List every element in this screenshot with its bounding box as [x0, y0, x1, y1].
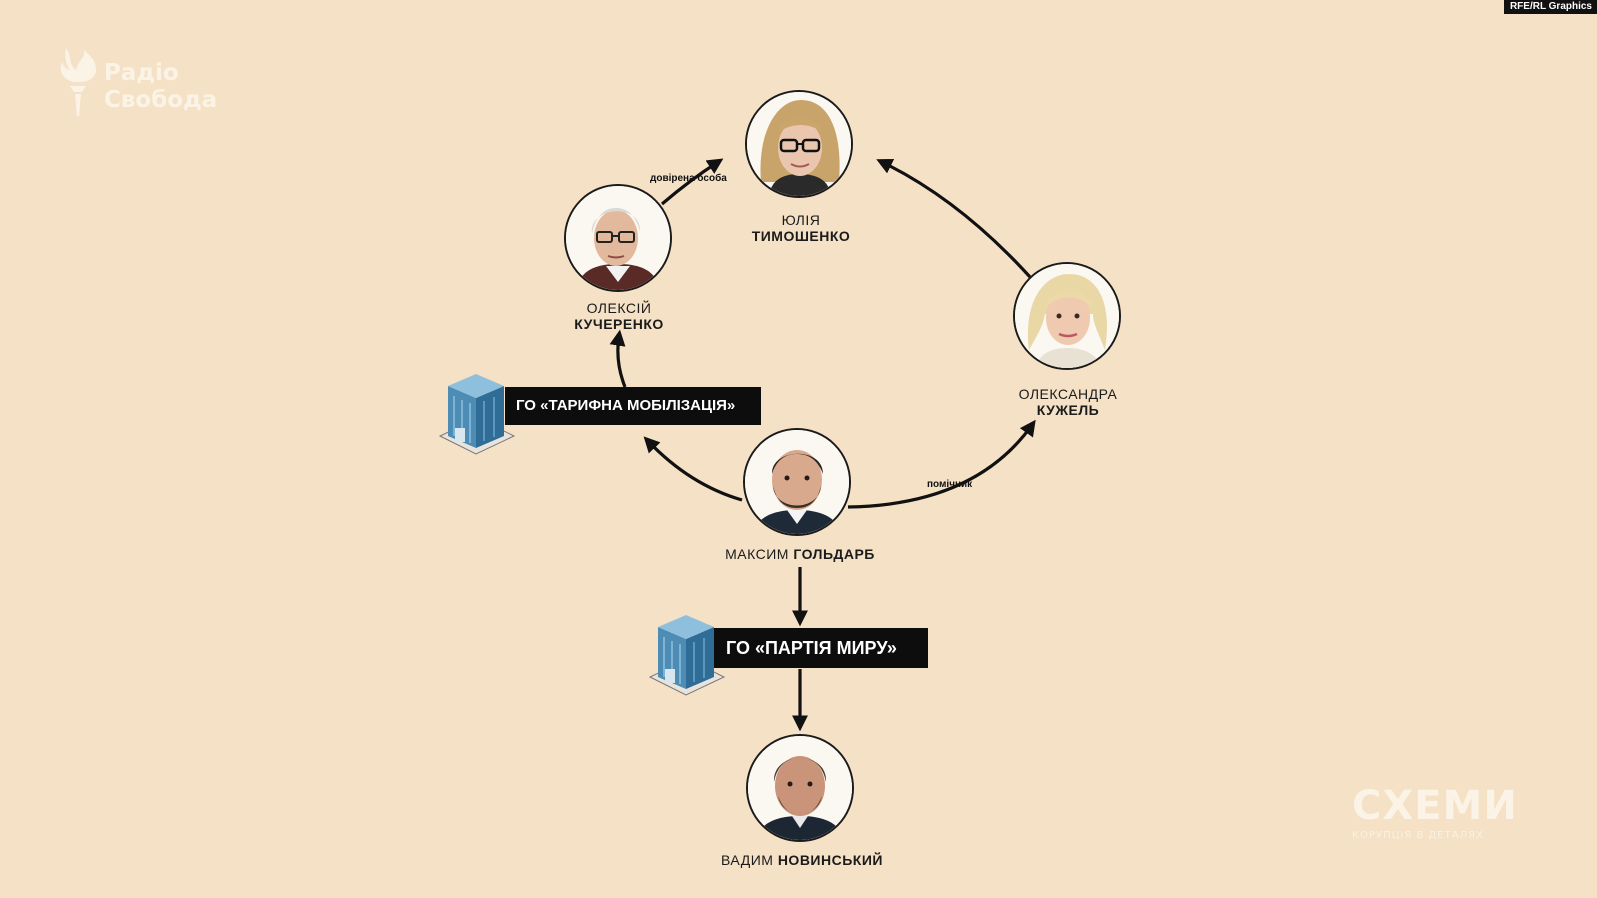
arrow-goldarb-tarifna	[643, 436, 743, 502]
photo-goldarb	[743, 428, 851, 536]
name-novinsky: ВАДИМ НОВИНСЬКИЙ	[721, 852, 883, 868]
photo-tymoshenko	[745, 90, 853, 198]
name-kuzhel: ОЛЕКСАНДРА КУЖЕЛЬ	[1019, 386, 1118, 418]
first-name: МАКСИМ	[725, 546, 794, 562]
first-name: ОЛЕКСАНДРА	[1018, 386, 1118, 402]
arrow-kuzhel-tymoshenko	[876, 159, 1032, 279]
last-name: ТИМОШЕНКО	[751, 228, 851, 244]
last-name: ГОЛЬДАРБ	[793, 546, 875, 562]
photo-novinsky	[746, 734, 854, 842]
building-icon	[648, 615, 726, 696]
photo-kuzhel	[1013, 262, 1121, 370]
graphics-credit: RFE/RL Graphics	[1503, 0, 1597, 14]
photo-kucherenko	[564, 184, 672, 292]
radio-svoboda-logo: Радіо Свобода	[52, 42, 222, 122]
building-icon	[438, 374, 516, 455]
last-name: КУЧЕРЕНКО	[574, 316, 664, 332]
last-name: КУЖЕЛЬ	[1036, 402, 1100, 418]
schemy-logo-subtitle: КОРУПЦІЯ В ДЕТАЛЯХ	[1352, 830, 1484, 841]
first-name: ВАДИМ	[721, 852, 778, 868]
org-label-partiya-myru: ГО «ПАРТІЯ МИРУ»	[714, 628, 928, 668]
radio-logo-line1: Радіо	[104, 60, 179, 86]
arrow-goldarb-kuzhel	[847, 419, 1036, 509]
edge-label-assistant: помічник	[927, 479, 973, 490]
arrow-tarifna-kucherenko	[609, 329, 627, 388]
schemy-logo-title: СХЕМИ	[1352, 783, 1518, 829]
name-kucherenko: ОЛЕКСІЙ КУЧЕРЕНКО	[574, 300, 664, 332]
edge-label-trusted-person: довірена особа	[650, 173, 727, 184]
name-goldarb: МАКСИМ ГОЛЬДАРБ	[725, 546, 875, 562]
org-label-tarifna-mobilizatsiya: ГО «ТАРИФНА МОБІЛІЗАЦІЯ»	[505, 387, 761, 425]
last-name: НОВИНСЬКИЙ	[777, 852, 883, 868]
first-name: ОЛЕКСІЙ	[586, 300, 652, 316]
schemy-logo: СХЕМИ КОРУПЦІЯ В ДЕТАЛЯХ	[1352, 786, 1522, 846]
radio-logo-line2: Свобода	[104, 87, 218, 113]
torch-icon	[60, 48, 96, 116]
name-tymoshenko: ЮЛІЯ ТИМОШЕНКО	[752, 212, 851, 244]
first-name: ЮЛІЯ	[781, 212, 821, 228]
arrow-kucherenko-tymoshenko	[660, 158, 724, 206]
